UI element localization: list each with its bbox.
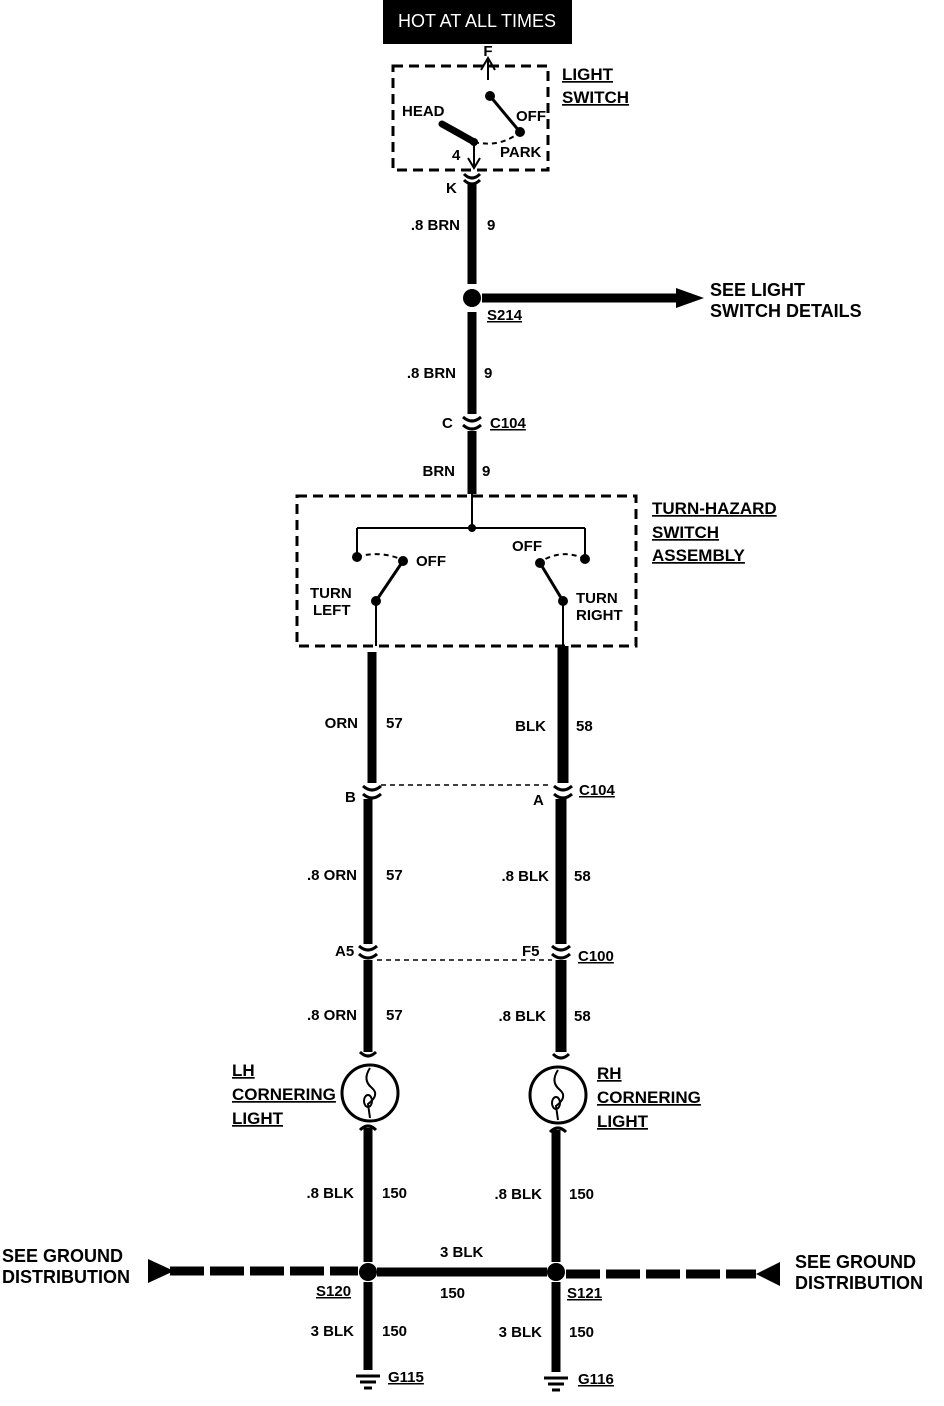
left-wire4-color: .8 BLK xyxy=(306,1185,354,1202)
left-c100-pin: A5 xyxy=(335,943,354,960)
wire-top-2-circuit: 9 xyxy=(484,365,492,382)
ground-arrow-left-icon xyxy=(148,1259,174,1283)
right-lamp-label-1: RH xyxy=(597,1064,622,1083)
left-wire1-color: ORN xyxy=(325,715,358,732)
left-wire2-circuit: 57 xyxy=(386,867,403,884)
right-wire1-color: BLK xyxy=(515,718,546,735)
light-switch: F HEAD OFF PARK 4 LIGHT SWITCH xyxy=(391,43,629,172)
wire-top-1-color: .8 BRN xyxy=(411,217,460,234)
turn-hazard-right-turn-1: TURN xyxy=(576,590,618,607)
right-c100-pin: F5 xyxy=(522,943,540,960)
right-wire4-circuit: 150 xyxy=(569,1186,594,1203)
right-c104-id: C104 xyxy=(579,782,616,799)
left-lamp-label-2: CORNERING xyxy=(232,1085,336,1104)
left-ground-id: G115 xyxy=(388,1369,424,1386)
wire-top-3-color: BRN xyxy=(423,463,456,480)
splice-s214-ref-2: SWITCH DETAILS xyxy=(710,301,862,321)
ground-bus: 3 BLK 150 SEE GROUND DISTRIBUTION SEE GR… xyxy=(2,1244,923,1302)
splice-s214-id: S214 xyxy=(487,307,523,324)
right-lamp-label-2: CORNERING xyxy=(597,1088,701,1107)
left-wire3-circuit: 57 xyxy=(386,1007,403,1024)
left-wire5-color: 3 BLK xyxy=(311,1323,355,1340)
connector-c104-top-pin: C xyxy=(442,415,453,432)
light-switch-pos-head: HEAD xyxy=(402,103,445,120)
right-ground-id: G116 xyxy=(578,1371,614,1388)
connector-c104-top-id: C104 xyxy=(490,415,527,432)
ground-g115-icon xyxy=(356,1374,380,1390)
turn-hazard-right-off: OFF xyxy=(512,538,542,555)
right-splice-id: S121 xyxy=(567,1285,602,1302)
left-wire2-color: .8 ORN xyxy=(307,867,357,884)
ground-arrow-right-icon xyxy=(756,1262,780,1286)
wire-top-2-color: .8 BRN xyxy=(407,365,456,382)
left-ground-ref-1: SEE GROUND xyxy=(2,1246,123,1266)
left-lamp-label-3: LIGHT xyxy=(232,1109,284,1128)
turn-hazard-switch: OFF OFF TURN LEFT TURN RIGHT TURN-HAZARD… xyxy=(295,494,777,648)
light-switch-terminal: 4 xyxy=(452,147,461,164)
left-wire4-circuit: 150 xyxy=(382,1185,407,1202)
ground-bus-circuit: 150 xyxy=(440,1285,465,1302)
right-lamp-label-3: LIGHT xyxy=(597,1112,649,1131)
right-wire3-circuit: 58 xyxy=(574,1008,591,1025)
left-branch: ORN 57 B .8 ORN 57 A5 .8 ORN 57 LH CORNE… xyxy=(232,652,424,1390)
turn-hazard-left-off: OFF xyxy=(416,553,446,570)
left-splice-id: S120 xyxy=(316,1283,351,1300)
light-switch-pos-off: OFF xyxy=(516,108,546,125)
right-branch: BLK 58 A C104 .8 BLK 58 F5 C100 .8 BLK 5… xyxy=(494,646,701,1392)
turn-hazard-left-turn-2: LEFT xyxy=(313,602,351,619)
light-switch-label-1: LIGHT xyxy=(562,65,614,84)
left-wire5-circuit: 150 xyxy=(382,1323,407,1340)
right-wire4-color: .8 BLK xyxy=(494,1186,542,1203)
right-ground-ref-2: DISTRIBUTION xyxy=(795,1273,923,1293)
turn-hazard-label-2: SWITCH xyxy=(652,523,719,542)
connector-c104-top: C C104 xyxy=(442,415,527,432)
connector-k-pin: K xyxy=(446,180,457,197)
right-wire1-circuit: 58 xyxy=(576,718,593,735)
right-c100-id: C100 xyxy=(578,948,614,965)
wire-top-3-circuit: 9 xyxy=(482,463,490,480)
ground-bus-color: 3 BLK xyxy=(440,1244,484,1261)
left-c104-pin: B xyxy=(345,789,356,806)
right-wire5-circuit: 150 xyxy=(569,1324,594,1341)
turn-hazard-right-turn-2: RIGHT xyxy=(576,607,623,624)
light-switch-pos-f: F xyxy=(483,43,492,60)
light-switch-label-2: SWITCH xyxy=(562,88,629,107)
turn-hazard-left-turn-1: TURN xyxy=(310,585,352,602)
power-banner: HOT AT ALL TIMES xyxy=(383,0,572,44)
right-wire2-circuit: 58 xyxy=(574,868,591,885)
right-c104-pin: A xyxy=(533,792,544,809)
splice-s214: S214 SEE LIGHT SWITCH DETAILS xyxy=(463,280,862,324)
wire-top-1-circuit: 9 xyxy=(487,217,495,234)
light-switch-pos-park: PARK xyxy=(500,144,542,161)
left-wire3-color: .8 ORN xyxy=(307,1007,357,1024)
right-ground-ref-1: SEE GROUND xyxy=(795,1252,916,1272)
turn-hazard-label-3: ASSEMBLY xyxy=(652,546,746,565)
left-wire1-circuit: 57 xyxy=(386,715,403,732)
splice-s214-ref-1: SEE LIGHT xyxy=(710,280,805,300)
left-lamp-label-1: LH xyxy=(232,1061,255,1080)
left-ground-ref-2: DISTRIBUTION xyxy=(2,1267,130,1287)
right-wire5-color: 3 BLK xyxy=(499,1324,543,1341)
ground-g116-icon xyxy=(544,1376,568,1392)
right-wire3-color: .8 BLK xyxy=(498,1008,546,1025)
power-banner-text: HOT AT ALL TIMES xyxy=(398,11,556,31)
turn-hazard-label-1: TURN-HAZARD xyxy=(652,499,777,518)
right-wire2-color: .8 BLK xyxy=(501,868,549,885)
